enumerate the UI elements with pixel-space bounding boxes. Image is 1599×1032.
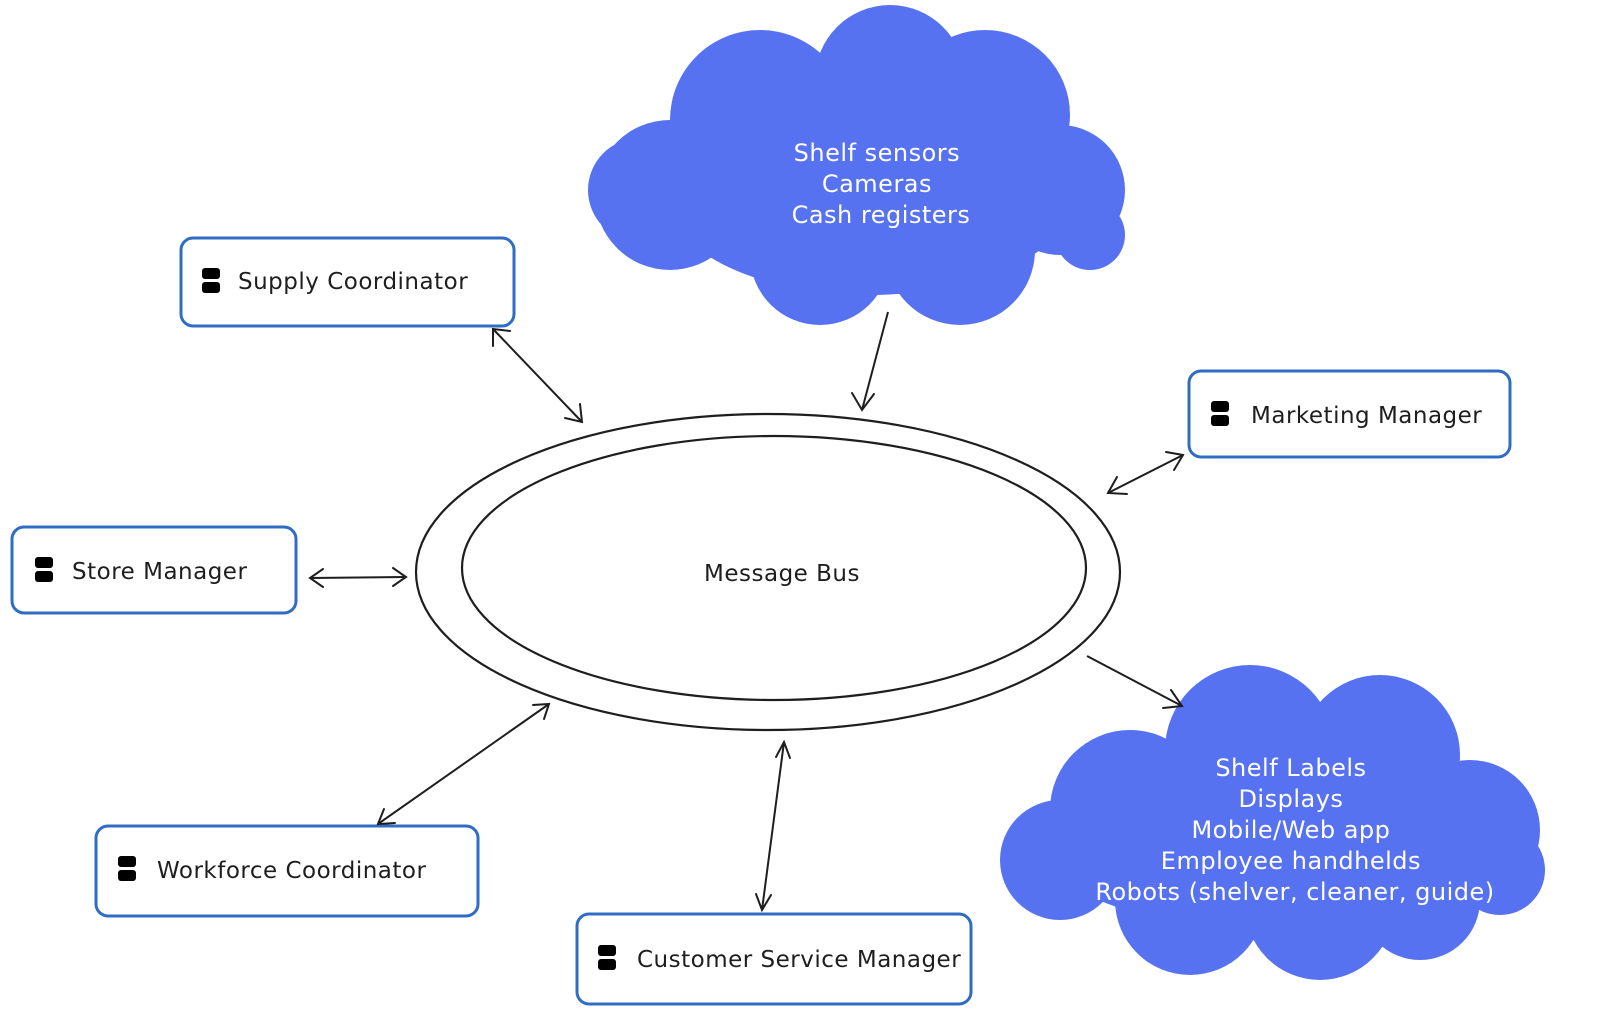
output-line: Robots (shelver, cleaner, guide) <box>1095 878 1494 906</box>
bus-inner-ring <box>460 434 1088 702</box>
agent-customer-service-manager[interactable]: Customer Service Manager <box>575 912 973 1006</box>
edge-workforce-coordinator-bus <box>376 702 551 826</box>
agent-marketing-manager[interactable]: Marketing Manager <box>1187 369 1512 459</box>
agent-box <box>575 912 973 1006</box>
edge-customer-service-manager-bus <box>755 739 791 913</box>
bus-label: Message Bus <box>704 561 860 587</box>
edge-supply-coordinator-bus <box>492 327 584 424</box>
output-line: Mobile/Web app <box>1191 816 1390 844</box>
input-sources-cloud: Shelf sensors Cameras Cash registers <box>588 5 1125 325</box>
agent-supply-coordinator[interactable]: Supply Coordinator <box>179 236 516 328</box>
agent-box <box>94 824 480 918</box>
input-cloud-text: Shelf sensors Cameras Cash registers <box>792 139 971 229</box>
agent-label: Store Manager <box>72 559 247 585</box>
output-targets-cloud: Shelf Labels Displays Mobile/Web app Emp… <box>1000 665 1545 980</box>
edge-inputs-to-bus <box>851 311 889 412</box>
agent-store-manager[interactable]: Store Manager <box>10 525 298 615</box>
edge-store-manager-bus <box>308 567 408 588</box>
edge-marketing-manager-bus <box>1106 451 1185 495</box>
output-cloud-text: Shelf Labels Displays Mobile/Web app Emp… <box>1095 754 1494 906</box>
output-line: Shelf Labels <box>1215 754 1366 782</box>
input-line: Shelf sensors <box>794 139 961 167</box>
agent-box <box>1187 369 1512 459</box>
input-line: Cash registers <box>792 201 971 229</box>
agent-label: Workforce Coordinator <box>157 858 426 884</box>
agent-box <box>10 525 298 615</box>
output-line: Displays <box>1238 785 1343 813</box>
agent-label: Marketing Manager <box>1251 403 1482 429</box>
agent-label: Customer Service Manager <box>637 947 961 973</box>
bus-outer-ring <box>414 412 1122 732</box>
input-cloud-shape <box>588 5 1125 325</box>
input-line: Cameras <box>822 170 932 198</box>
agent-label: Supply Coordinator <box>238 269 468 295</box>
output-cloud-shape <box>1000 665 1545 980</box>
agent-workforce-coordinator[interactable]: Workforce Coordinator <box>94 824 480 918</box>
output-line: Employee handhelds <box>1161 847 1421 875</box>
message-bus[interactable]: Message Bus <box>414 412 1122 732</box>
agent-box <box>179 236 516 328</box>
edge-bus-to-outputs <box>1086 655 1184 709</box>
